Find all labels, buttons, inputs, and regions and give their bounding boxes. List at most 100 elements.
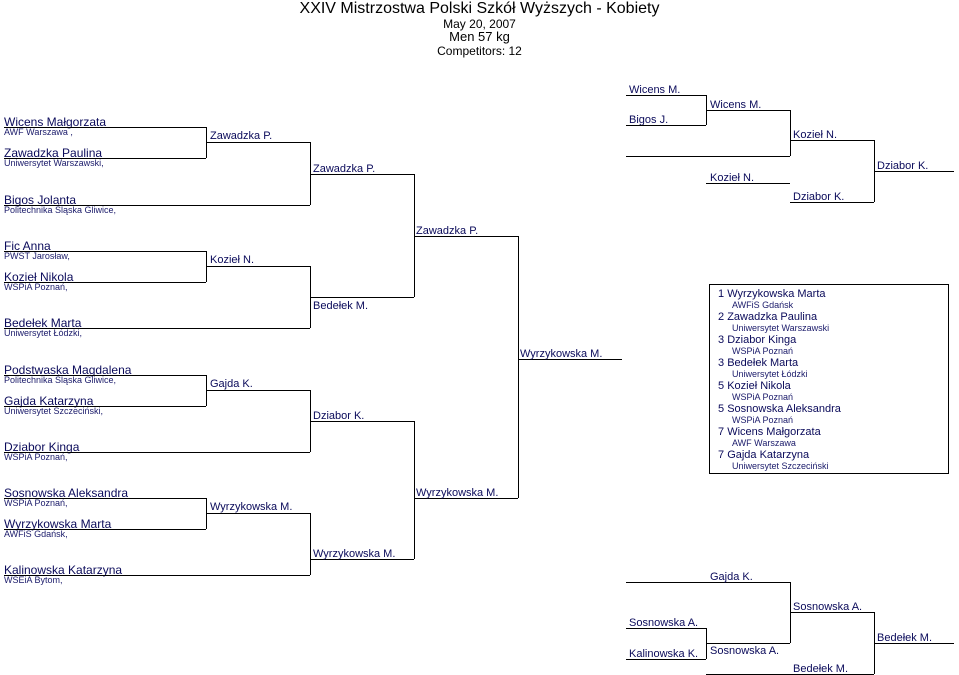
result-name: Sosnowska Aleksandra <box>727 403 841 415</box>
bracket-line <box>4 375 206 376</box>
bracket-line <box>4 452 310 453</box>
result-row: 3 Dziabor Kinga <box>718 334 796 346</box>
result-name: Wicens Małgorzata <box>727 426 821 438</box>
match-winner: Bedełek M. <box>313 300 369 312</box>
bracket-line <box>206 390 310 391</box>
result-club: Uniwersytet Szczeciński <box>732 461 829 471</box>
competitor-name: Wicens Małgorzata <box>4 115 107 129</box>
repechage-entry: Kozieł N. <box>710 172 755 184</box>
bracket-line <box>414 498 518 499</box>
result-place: 3 <box>718 334 725 346</box>
result-row: 7 Gajda Katarzyna <box>718 449 809 461</box>
repechage-winner: Dziabor K. <box>877 160 929 172</box>
bracket-line <box>206 142 310 143</box>
bracket-line <box>310 513 311 575</box>
competitor-name: Podstwaska Magdalena <box>4 363 132 377</box>
repechage-entry: Wicens M. <box>710 99 762 111</box>
competitor-name: Dziabor Kinga <box>4 440 80 454</box>
bracket-line <box>790 110 791 156</box>
competitor-name: Kozieł Nikola <box>4 270 74 284</box>
bracket-line <box>206 513 310 514</box>
result-club: WSPiA Poznań <box>732 392 794 402</box>
result-row: 2 Zawadzka Paulina <box>718 311 817 323</box>
repechage-entry: Gajda K. <box>710 571 753 583</box>
result-club: WSPiA Poznań <box>732 346 794 356</box>
result-row: 3 Bedełek Marta <box>718 357 798 369</box>
result-name: Dziabor Kinga <box>727 334 797 346</box>
bracket-line <box>4 529 206 530</box>
result-place: 5 <box>718 403 725 415</box>
bracket-line <box>414 236 518 237</box>
competitor-club: Politechnika Śląska Gliwice, <box>4 205 117 215</box>
competitor-name: Gajda Katarzyna <box>4 394 94 408</box>
repechage-entry: Kalinowska K. <box>629 648 699 660</box>
repechage-entry: Sosnowska A. <box>710 645 780 657</box>
bracket-line <box>626 659 706 660</box>
competitor-count: Competitors: 12 <box>437 44 522 58</box>
competitor-club: PWST Jarosław, <box>4 251 70 261</box>
weight-category: Men 57 kg <box>449 29 510 44</box>
bracket-line <box>4 282 206 283</box>
bracket-line <box>310 421 414 422</box>
competitor-club: WSPiA Poznań, <box>4 282 68 292</box>
competitor-club: Uniwersytet Szczeciński, <box>4 406 104 416</box>
match-winner: Wyrzykowska M. <box>313 548 396 560</box>
competitor-club: Uniwersytet Warszawski, <box>4 158 104 168</box>
result-club: Uniwersytet Łódzki <box>732 369 808 379</box>
competitor-name: Bigos Jolanta <box>4 193 77 207</box>
result-name: Kozieł Nikola <box>727 380 791 392</box>
competitor-name: Bedełek Marta <box>4 316 82 330</box>
competitor-club: WSPiA Poznań, <box>4 452 68 462</box>
result-place: 1 <box>718 288 725 300</box>
result-place: 3 <box>718 357 725 369</box>
bracket-line <box>4 498 206 499</box>
bracket-line <box>4 575 310 576</box>
repechage-winner: Bedełek M. <box>877 632 933 644</box>
result-row: 5 Kozieł Nikola <box>718 380 791 392</box>
match-winner: Wyrzykowska M. <box>210 501 293 513</box>
bracket-line <box>518 359 622 360</box>
result-row: 1 Wyrzykowska Marta <box>718 288 826 300</box>
competitor-club: AWF Warszawa , <box>4 127 73 137</box>
bracket-line <box>4 251 206 252</box>
result-name: Wyrzykowska Marta <box>727 288 826 300</box>
result-name: Zawadzka Paulina <box>727 311 818 323</box>
repechage-entry: Sosnowska A. <box>793 601 863 613</box>
match-winner: Zawadzka P. <box>210 130 273 142</box>
match-winner: Kozieł N. <box>210 254 255 266</box>
competitor-club: AWFiS Gdańsk, <box>4 529 68 539</box>
bracket-line <box>706 643 790 644</box>
bracket-line <box>790 612 874 613</box>
repechage-entry: Wicens M. <box>629 84 681 96</box>
bracket-line <box>4 328 310 329</box>
competitor-club: WSEiA Bytom, <box>4 575 63 585</box>
result-place: 7 <box>718 449 725 461</box>
bracket-line <box>626 628 706 629</box>
bracket-line <box>4 127 206 128</box>
repechage-entry: Bigos J. <box>629 114 669 126</box>
bracket-line <box>414 421 415 559</box>
result-club: AWF Warszawa <box>732 438 796 448</box>
result-row: 5 Sosnowska Aleksandra <box>718 403 841 415</box>
page-title: XXIV Mistrzostwa Polski Szkół Wyższych -… <box>299 0 660 17</box>
results-panel <box>709 284 949 474</box>
bracket-line <box>874 643 954 644</box>
bracket-line <box>706 110 790 111</box>
bracket-line <box>414 174 415 297</box>
result-name: Gajda Katarzyna <box>727 449 810 461</box>
competitor-name: Wyrzykowska Marta <box>4 517 112 531</box>
bracket-line <box>206 266 310 267</box>
repechage-entry: Sosnowska A. <box>629 617 699 629</box>
repechage-entry: Kozieł N. <box>793 129 838 141</box>
bracket-line <box>790 140 874 141</box>
match-winner: Zawadzka P. <box>313 163 376 175</box>
repechage-entry: Bedełek M. <box>793 663 849 675</box>
match-winner: Zawadzka P. <box>416 225 479 237</box>
result-row: 7 Wicens Małgorzata <box>718 426 821 438</box>
competitor-name: Zawadzka Paulina <box>4 146 103 160</box>
result-club: AWFiS Gdańsk <box>732 300 794 310</box>
bracket-line <box>4 158 206 159</box>
result-place: 5 <box>718 380 725 392</box>
match-winner: Wyrzykowska M. <box>416 487 499 499</box>
match-winner: Dziabor K. <box>313 410 365 422</box>
